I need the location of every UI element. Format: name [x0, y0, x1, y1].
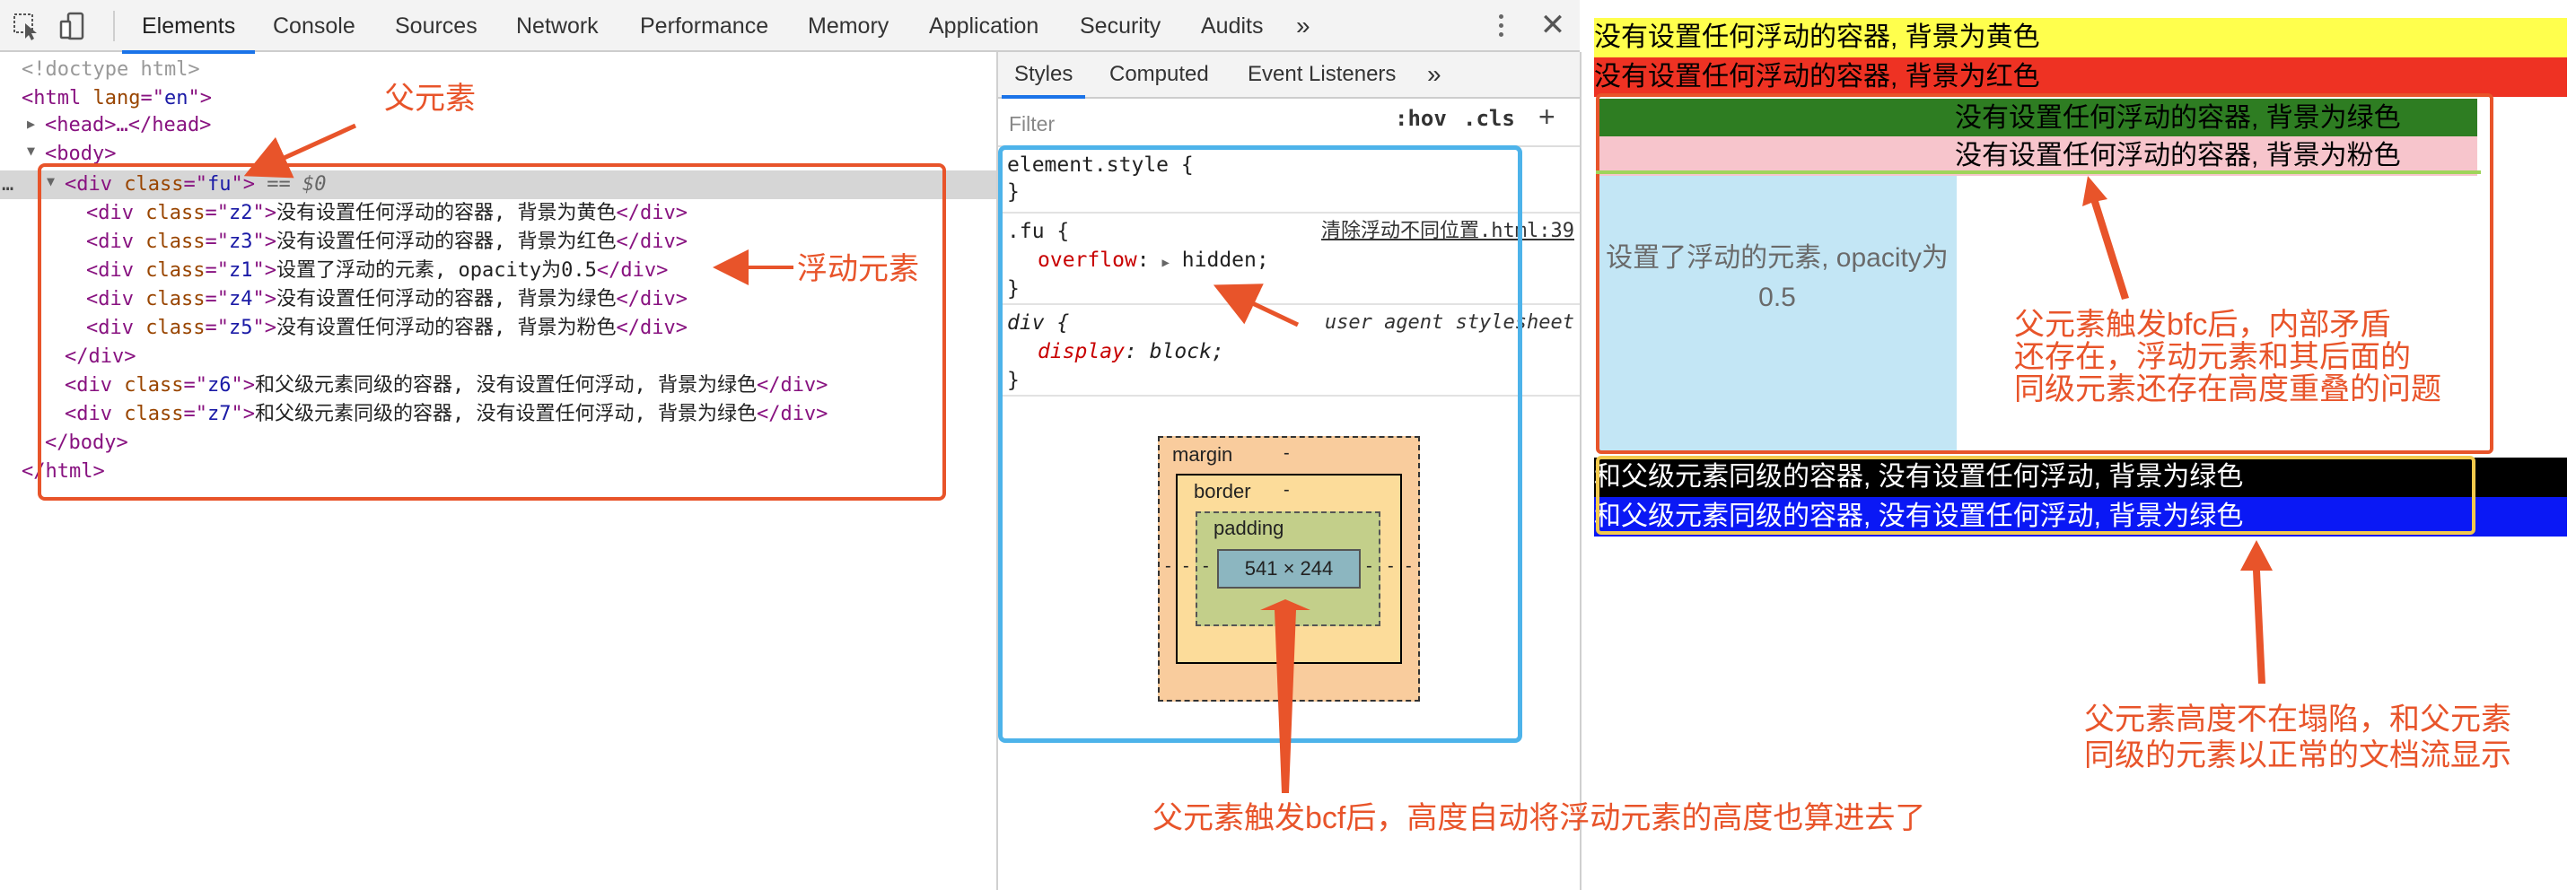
- expand-triangle-icon[interactable]: ▶: [27, 116, 36, 132]
- collapse-triangle-icon[interactable]: ▼: [27, 143, 36, 159]
- panel-divider[interactable]: [996, 52, 998, 890]
- tab-security[interactable]: Security: [1080, 13, 1161, 39]
- hov-toggle-button[interactable]: :hov: [1395, 106, 1447, 131]
- rule-source-link[interactable]: 清除浮动不同位置.html:39: [1321, 220, 1574, 242]
- sibling-div-line[interactable]: <div class="z7">和父级元素同级的容器, 没有设置任何浮动, 背景…: [65, 403, 828, 425]
- tab-sources[interactable]: Sources: [395, 13, 478, 39]
- box-model-content[interactable]: 541 × 244: [1217, 549, 1361, 589]
- doctype-line[interactable]: <!doctype html>: [22, 58, 200, 81]
- rule-close: }: [1007, 277, 1020, 301]
- device-toggle-icon[interactable]: [57, 11, 90, 41]
- tab-console[interactable]: Console: [273, 13, 355, 39]
- styles-highlight-frame: [998, 145, 1522, 743]
- black-sibling-block: 和父级元素同级的容器, 没有设置任何浮动, 背景为绿色: [1594, 458, 2567, 497]
- margin-label: margin: [1172, 443, 1233, 466]
- body-open-line[interactable]: <body>: [45, 143, 117, 165]
- head-line[interactable]: <head>…</head>: [45, 114, 212, 136]
- yellow-block: 没有设置任何浮动的容器, 背景为黄色: [1594, 18, 2567, 57]
- filter-input[interactable]: [1009, 108, 1476, 140]
- dom-tree-panel: … <!doctype html> <html lang="en"> ▶ <he…: [0, 54, 996, 890]
- styles-subtabs: Styles Computed Event Listeners »: [998, 52, 1580, 99]
- tab-audits[interactable]: Audits: [1201, 13, 1264, 39]
- tab-network[interactable]: Network: [516, 13, 599, 39]
- cls-toggle-button[interactable]: .cls: [1463, 106, 1515, 131]
- html-open-line[interactable]: <html lang="en">: [22, 87, 212, 109]
- child-div-line[interactable]: <div class="z4">没有设置任何浮动的容器, 背景为绿色</div>: [86, 288, 688, 310]
- div-close-line[interactable]: </div>: [65, 345, 136, 368]
- tab-computed[interactable]: Computed: [1109, 62, 1209, 86]
- close-icon[interactable]: ✕: [1539, 8, 1566, 42]
- row-menu-icon[interactable]: …: [2, 173, 14, 196]
- tab-styles[interactable]: Styles: [1001, 52, 1086, 99]
- selected-row-highlight: [0, 170, 996, 199]
- pink-block: 没有设置任何浮动的容器, 背景为粉色: [1598, 136, 2477, 176]
- padding-right-value[interactable]: -: [1366, 556, 1372, 576]
- rule-div-user-agent[interactable]: div { user agent stylesheet display: blo…: [998, 307, 1580, 397]
- margin-left-value[interactable]: -: [1165, 556, 1171, 576]
- rule-source-label: user agent stylesheet: [1324, 311, 1574, 334]
- rule-declaration[interactable]: display: block;: [1038, 340, 1224, 363]
- devtools-toolbar: Elements Console Sources Network Perform…: [0, 0, 1580, 54]
- pink-bottom-line: [1596, 133, 2481, 174]
- border-label: border: [1194, 480, 1251, 502]
- child-div-line[interactable]: <div class="z5">没有设置任何浮动的容器, 背景为粉色</div>: [86, 317, 688, 339]
- tab-application[interactable]: Application: [929, 13, 1039, 39]
- tab-event-listeners[interactable]: Event Listeners: [1248, 62, 1397, 86]
- body-close-line[interactable]: </body>: [45, 432, 128, 454]
- subtabs-overflow-icon[interactable]: »: [1427, 60, 1441, 88]
- rule-selector: element.style {: [1007, 153, 1194, 177]
- cursor-select-icon[interactable]: [11, 11, 43, 41]
- green-block: 没有设置任何浮动的容器, 背景为绿色: [1598, 99, 2477, 138]
- annotation-collapse-2: 同级的元素以正常的文档流显示: [2084, 738, 2511, 772]
- tab-performance[interactable]: Performance: [640, 13, 769, 39]
- annotation-collapse-1: 父元素高度不在塌陷，和父元素: [2084, 702, 2511, 737]
- page-divider: [1580, 52, 1582, 890]
- red-block: 没有设置任何浮动的容器, 背景为红色: [1594, 57, 2567, 97]
- child-div-line[interactable]: <div class="z2">没有设置任何浮动的容器, 背景为黄色</div>: [86, 202, 688, 224]
- padding-label: padding: [1214, 517, 1284, 539]
- padding-left-value[interactable]: -: [1203, 556, 1209, 576]
- tab-memory[interactable]: Memory: [808, 13, 889, 39]
- rule-selector: .fu {: [1007, 220, 1070, 243]
- sibling-frame: [1596, 456, 2475, 535]
- sibling-div-line[interactable]: <div class="z6">和父级元素同级的容器, 没有设置任何浮动, 背景…: [65, 374, 828, 397]
- rule-declaration[interactable]: overflow: ▶ hidden;: [1038, 249, 1269, 272]
- border-top-value[interactable]: -: [1284, 480, 1290, 500]
- annotation-bfc-bottom: 父元素触发bcf后，高度自动将浮动元素的高度也算进去了: [1152, 801, 1926, 835]
- tab-elements[interactable]: Elements: [121, 0, 256, 54]
- rule-selector: div {: [1007, 311, 1070, 335]
- collapse-triangle-icon[interactable]: ▼: [47, 173, 56, 189]
- border-left-value[interactable]: -: [1183, 556, 1189, 576]
- parent-element-frame: [38, 163, 946, 501]
- blue-sibling-block: 和父级元素同级的容器, 没有设置任何浮动, 背景为绿色: [1594, 497, 2567, 537]
- rule-element-style[interactable]: element.style { }: [998, 149, 1580, 214]
- margin-right-value[interactable]: -: [1406, 556, 1412, 576]
- html-close-line[interactable]: </html>: [22, 460, 105, 483]
- annotation-parent: 父元素: [384, 82, 476, 116]
- annotation-bfc-right-1: 父元素触发bfc后，内部矛盾: [2014, 308, 2391, 342]
- float-element: 设置了浮动的元素, opacity为0.5: [1598, 176, 1957, 452]
- border-right-value[interactable]: -: [1388, 556, 1394, 576]
- annotation-floating: 浮动元素: [797, 252, 919, 286]
- margin-top-value[interactable]: -: [1284, 443, 1290, 463]
- child-div-line[interactable]: <div class="z1">设置了浮动的元素, opacity为0.5</d…: [86, 259, 669, 282]
- toolbar-separator: [113, 11, 115, 41]
- rule-close: }: [1007, 369, 1020, 392]
- kebab-menu-icon[interactable]: [1492, 11, 1510, 41]
- bfc-parent-frame: [1596, 93, 2493, 454]
- annotation-bfc-right-2: 还存在，浮动元素和其后面的: [2014, 340, 2411, 374]
- child-div-line[interactable]: <div class="z3">没有设置任何浮动的容器, 背景为红色</div>: [86, 231, 688, 253]
- fu-div-line[interactable]: <div class="fu"> == $0: [65, 173, 327, 196]
- new-rule-plus-icon[interactable]: +: [1538, 100, 1555, 133]
- annotation-bfc-right-3: 同级元素还存在高度重叠的问题: [2014, 372, 2441, 406]
- tabs-overflow-icon[interactable]: »: [1296, 12, 1310, 39]
- rule-close: }: [1007, 180, 1020, 204]
